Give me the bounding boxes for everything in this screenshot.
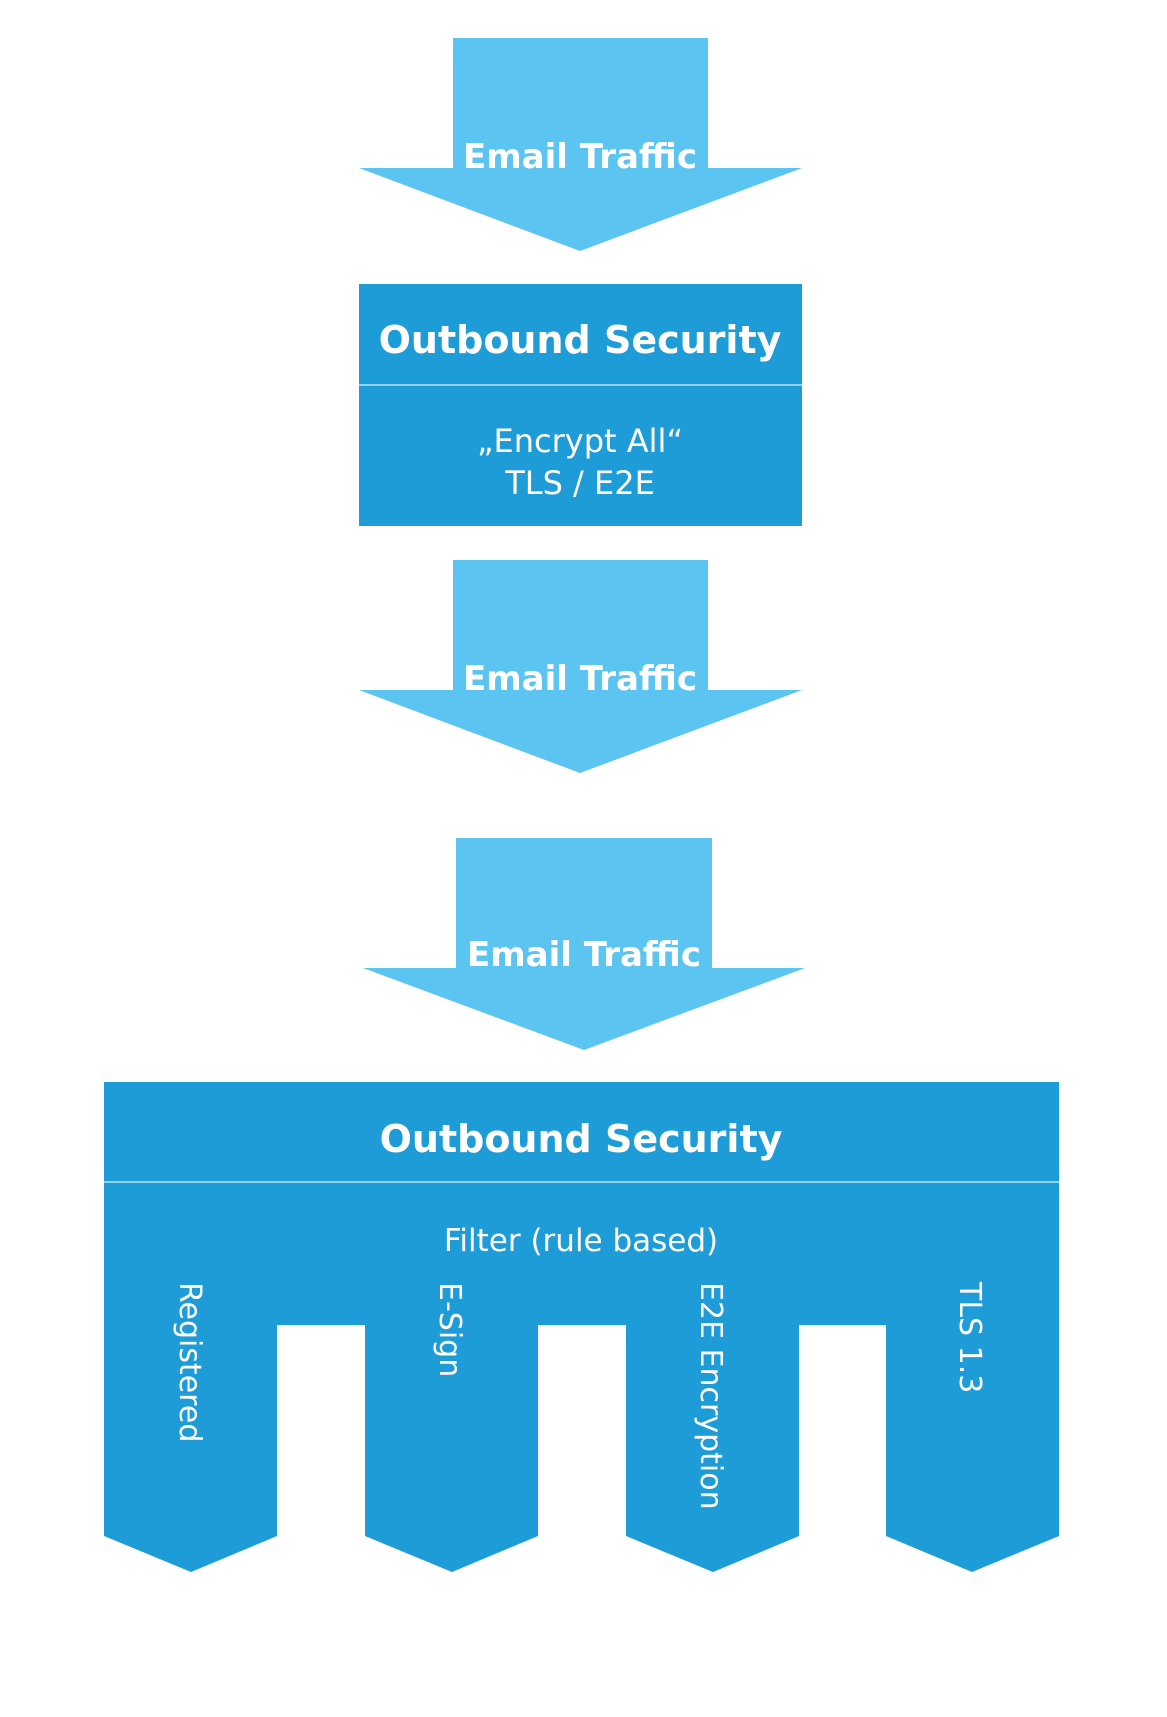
filter-box-title: Outbound Security xyxy=(380,1117,783,1161)
branch-label-e-sign: E-Sign xyxy=(432,1282,467,1377)
outbound-security-filter-box: Outbound Security Filter (rule based) Re… xyxy=(104,1082,1059,1572)
filter-subtitle: Filter (rule based) xyxy=(444,1223,718,1259)
arrow-label: Email Traffic xyxy=(463,659,697,699)
branch-label-tls: TLS 1.3 xyxy=(952,1281,987,1393)
box-shape xyxy=(359,284,802,526)
email-traffic-arrow-2: Email Traffic xyxy=(359,560,802,773)
arrow-shape xyxy=(363,838,805,1050)
box-title: Outbound Security xyxy=(379,318,782,362)
outbound-security-box: Outbound Security „Encrypt All“ TLS / E2… xyxy=(359,284,802,526)
branch-label-e2e-encryption: E2E Encryption xyxy=(693,1282,728,1510)
arrow-label: Email Traffic xyxy=(463,137,697,177)
filter-box-shape xyxy=(104,1082,1059,1572)
arrow-shape xyxy=(359,38,802,251)
email-traffic-arrow-3: Email Traffic xyxy=(363,838,805,1050)
box-line-2: TLS / E2E xyxy=(504,464,655,502)
arrow-label: Email Traffic xyxy=(467,935,701,975)
box-line-1: „Encrypt All“ xyxy=(477,422,683,460)
arrow-shape xyxy=(359,560,802,773)
email-traffic-arrow-1: Email Traffic xyxy=(359,38,802,251)
branch-label-registered: Registered xyxy=(172,1282,207,1442)
